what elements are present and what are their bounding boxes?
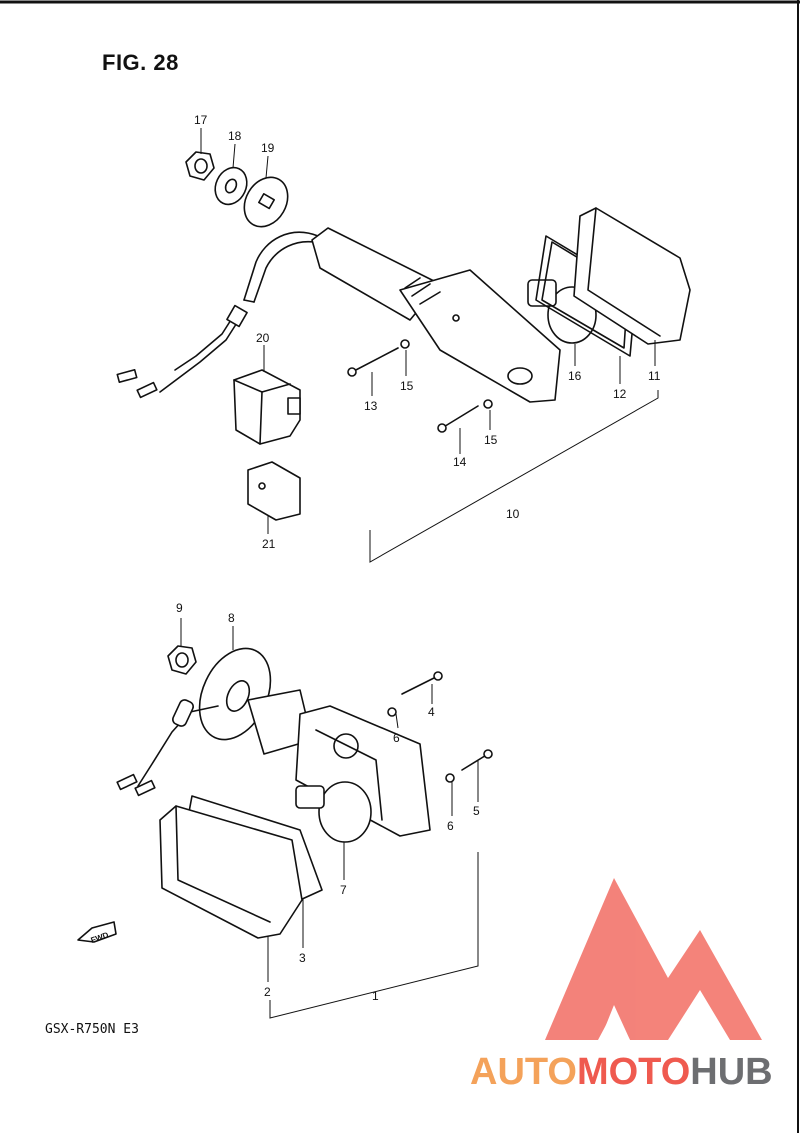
callout-16: 16 — [568, 369, 582, 383]
bracket-part-21 — [247, 461, 301, 521]
callout-15b: 15 — [484, 433, 498, 447]
callout-1: 1 — [372, 989, 379, 1003]
model-code: GSX-R750N E3 — [45, 1022, 139, 1037]
screw-part-14 — [437, 405, 479, 433]
screw-part-4 — [401, 671, 443, 695]
callout-6b: 6 — [447, 819, 454, 833]
nut-part-9 — [167, 645, 197, 675]
upper-wire-harness — [116, 231, 325, 399]
callout-5: 5 — [473, 804, 480, 818]
grommet-part-19 — [243, 176, 289, 228]
callout-17: 17 — [194, 113, 208, 127]
lens-part-2 — [159, 805, 303, 939]
lower-signal-housing — [247, 689, 431, 837]
watermark-text: AUTOMOTOHUB — [470, 1051, 773, 1093]
bulb-part-7 — [295, 781, 372, 843]
group-bracket-1 — [269, 852, 479, 1019]
washer-part-15b — [483, 399, 493, 409]
callout-19: 19 — [261, 141, 275, 155]
callout-18: 18 — [228, 129, 242, 143]
callout-2: 2 — [264, 985, 271, 999]
callout-7: 7 — [340, 883, 347, 897]
callout-10: 10 — [506, 507, 520, 521]
callout-11: 11 — [648, 369, 661, 383]
lens-part-11 — [573, 207, 691, 345]
relay-part-20 — [233, 369, 301, 445]
callout-6a: 6 — [393, 731, 400, 745]
washer-part-6a — [387, 707, 397, 717]
forward-arrow-icon: FWD — [77, 921, 117, 945]
screw-part-5 — [461, 749, 493, 771]
watermark-hub: HUB — [690, 1051, 772, 1093]
figure-title: FIG. 28 — [102, 50, 179, 75]
callout-8: 8 — [228, 611, 235, 625]
washer-part-18 — [214, 166, 248, 206]
leader-lines — [180, 128, 656, 982]
callout-labels: 17 18 19 20 21 13 15 14 15 16 12 11 10 9… — [176, 113, 661, 1003]
upper-signal-housing — [311, 227, 561, 403]
callout-14: 14 — [453, 455, 467, 469]
nut-part-17 — [185, 151, 215, 181]
automotohub-logo-icon — [545, 878, 762, 1040]
callout-4: 4 — [428, 705, 435, 719]
screw-part-13 — [347, 347, 399, 377]
callout-15a: 15 — [400, 379, 414, 393]
callout-9: 9 — [176, 601, 183, 615]
callout-21: 21 — [262, 537, 276, 551]
washer-part-6b — [445, 773, 455, 783]
lower-wire-harness — [116, 699, 219, 797]
callout-12: 12 — [613, 387, 627, 401]
watermark-auto: AUTO — [470, 1051, 577, 1093]
callout-20: 20 — [256, 331, 270, 345]
callout-3: 3 — [299, 951, 306, 965]
washer-part-15a — [400, 339, 410, 349]
watermark-moto: MOTO — [577, 1051, 690, 1093]
callout-13: 13 — [364, 399, 378, 413]
group-bracket-10 — [369, 390, 659, 563]
